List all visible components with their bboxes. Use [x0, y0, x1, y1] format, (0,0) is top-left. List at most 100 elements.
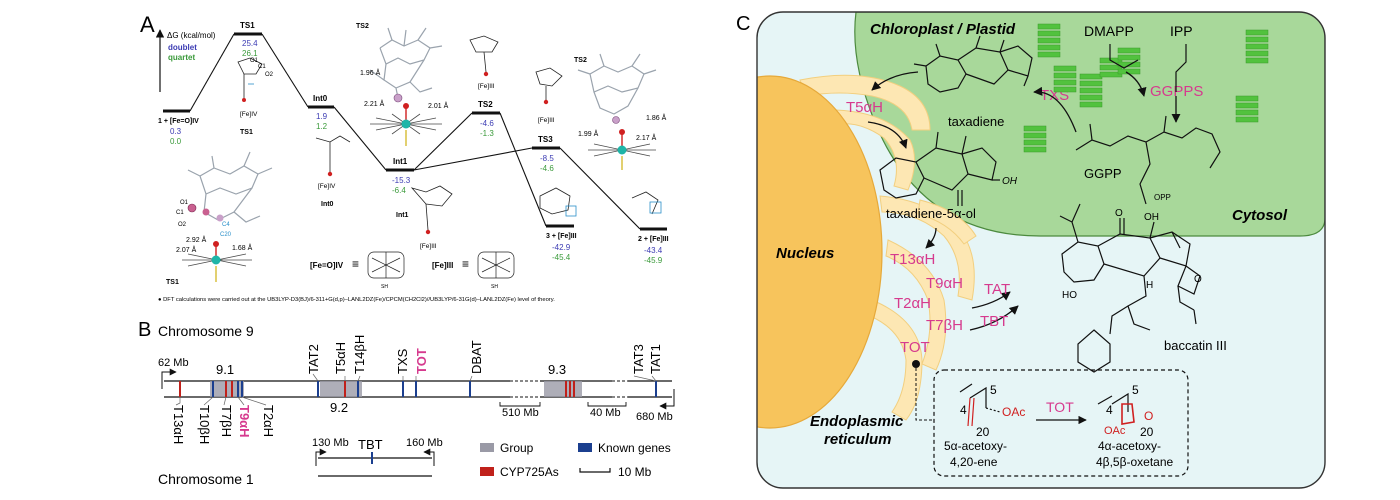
bracket-40	[587, 402, 627, 407]
er-label-1: Endoplasmic	[810, 413, 904, 430]
gene-t14bh: T14βH	[352, 335, 367, 374]
state-p2-quartet: -45.9	[644, 256, 663, 265]
panel-b-label: B	[138, 319, 151, 341]
energy-levels	[163, 32, 667, 231]
porph-equiv-1: ≡	[352, 257, 359, 271]
inset-arrow-label: TOT	[1046, 399, 1074, 415]
ts2-3d-label: TS2	[356, 23, 369, 30]
legend-doublet: doublet	[168, 43, 197, 52]
t5ah-label: T5αH	[846, 99, 883, 116]
panel-c: C Chloroplast / Plastid DMAPP IPP TXS GG…	[736, 11, 1326, 489]
chr1-tbt: TBT	[358, 437, 383, 452]
gene-tat1: TAT1	[648, 344, 663, 374]
inset-left-20: 20	[976, 425, 990, 439]
legend-scale: 10 Mb	[618, 465, 652, 479]
panel-c-label: C	[736, 13, 750, 35]
legend-group-swatch	[480, 443, 494, 452]
ggpp-label: GGPP	[1084, 166, 1122, 181]
thylakoid-stacks	[1023, 23, 1269, 153]
gene-tat2: TAT2	[306, 344, 321, 374]
int0-small-fe: [Fe]IV	[318, 183, 336, 190]
baccatin-h: H	[1146, 280, 1153, 291]
top-gene-labels: TAT2 T5αH T14βH TXS TOT DBAT TAT3 TAT1	[306, 335, 663, 382]
porph-sh-1: SH	[381, 284, 388, 290]
chromosome-1-label: Chromosome 1	[158, 471, 254, 487]
porph-equiv-2: ≡	[462, 257, 469, 271]
porph-feo: [Fe=O]IV	[310, 261, 344, 270]
energy-axis-label: ΔG (kcal/mol)	[167, 31, 216, 40]
inset-right-oac: OAc	[1104, 425, 1126, 437]
inset-right-name-1: 4α-acetoxy-	[1098, 439, 1161, 453]
scale-40: 40 Mb	[590, 407, 621, 419]
inset-left-4: 4	[960, 403, 967, 417]
ts1-3d-model: O1 C1 O2 C4 C20 2.92 Å 2.07 Å 1.68 Å TS1	[166, 151, 273, 286]
tot-label: TOT	[900, 339, 930, 356]
gene-txs: TXS	[395, 348, 410, 374]
group-92	[320, 381, 362, 397]
region-91: 9.1	[216, 362, 234, 377]
ts1-small-fe: [Fe]IV	[240, 111, 258, 118]
state-ts1-name: TS1	[240, 21, 255, 30]
group-93	[544, 381, 582, 397]
ts1-atom-o1: O1	[180, 200, 189, 206]
struct-p3-small	[539, 187, 577, 217]
t2ah-label: T2αH	[894, 295, 931, 312]
inset-right-20: 20	[1140, 425, 1154, 439]
ts1-atom-c1: C1	[176, 210, 184, 216]
inset-left-5: 5	[990, 383, 997, 397]
legend-group: Group	[500, 441, 534, 455]
legend-cyp-swatch	[480, 467, 494, 476]
known-gene-ticks	[212, 381, 657, 397]
ts3-small-fe: [Fe]III	[538, 117, 555, 124]
scale-start: 62 Mb	[158, 357, 189, 369]
ts2-dist-a: 1.96 Å	[360, 68, 381, 77]
panel-b: B Chromosome 9	[138, 319, 675, 487]
tbt-label: TBT	[980, 313, 1008, 330]
taxadiene-5aol-structure	[879, 131, 1000, 206]
struct-ts1-small	[237, 57, 263, 102]
ts1-dist-c: 1.68 Å	[232, 243, 253, 252]
ts3-3d-label: TS2	[574, 57, 587, 64]
state-ts3-doublet: -8.5	[540, 154, 554, 163]
chr9-break	[510, 376, 540, 402]
gene-t2ah: T2αH	[261, 405, 276, 437]
taxadiene-label: taxadiene	[948, 114, 1004, 129]
dft-footnote: ● DFT calculations were carried out at t…	[158, 297, 555, 303]
baccatin-o-1: O	[1115, 208, 1123, 219]
ts3-dist-c: 2.17 Å	[636, 133, 657, 142]
state-int0-name: Int0	[313, 94, 328, 103]
cyp-ticks	[179, 381, 575, 397]
taxadiene-structure	[913, 35, 1033, 93]
state-int1-name: Int1	[393, 157, 408, 166]
t9ah-label: T9αH	[926, 275, 963, 292]
porph-sh-2: SH	[491, 284, 498, 290]
ts1-atom-o2: O2	[178, 222, 187, 228]
inset-right-5: 5	[1132, 383, 1139, 397]
gene-tot: TOT	[414, 348, 429, 374]
inset-pointer	[915, 368, 934, 421]
state-reactant-doublet: 0.3	[170, 127, 182, 136]
state-p2-doublet: -43.4	[644, 246, 663, 255]
chr1-end-marker	[423, 448, 435, 466]
inset-left-structure	[959, 383, 1001, 427]
baccatin-o-2: O	[1194, 274, 1202, 285]
chr9-break-2	[612, 376, 628, 402]
ts1-atom-c20: C20	[220, 232, 232, 238]
baccatin-label: baccatin III	[1164, 338, 1227, 353]
chr1-start-marker	[315, 448, 327, 466]
int1-small-name: Int1	[396, 212, 409, 219]
state-int0-quartet: 1.2	[316, 122, 328, 131]
ts3-dist-b: 1.99 Å	[578, 129, 599, 138]
legend-known-swatch	[578, 443, 592, 452]
struct-int0-small	[315, 135, 351, 177]
struct-ts3-small	[535, 67, 563, 105]
pathway-arrows	[867, 71, 1181, 331]
inset-left-name-1: 5α-acetoxy-	[944, 439, 1007, 453]
gene-t10bh: T10βH	[197, 405, 212, 444]
gene-t9ah: T9αH	[237, 405, 252, 438]
er-region	[799, 74, 977, 421]
state-ts3-name: TS3	[538, 135, 553, 144]
baccatin-structure	[1059, 203, 1201, 373]
inset-right-4: 4	[1106, 403, 1113, 417]
